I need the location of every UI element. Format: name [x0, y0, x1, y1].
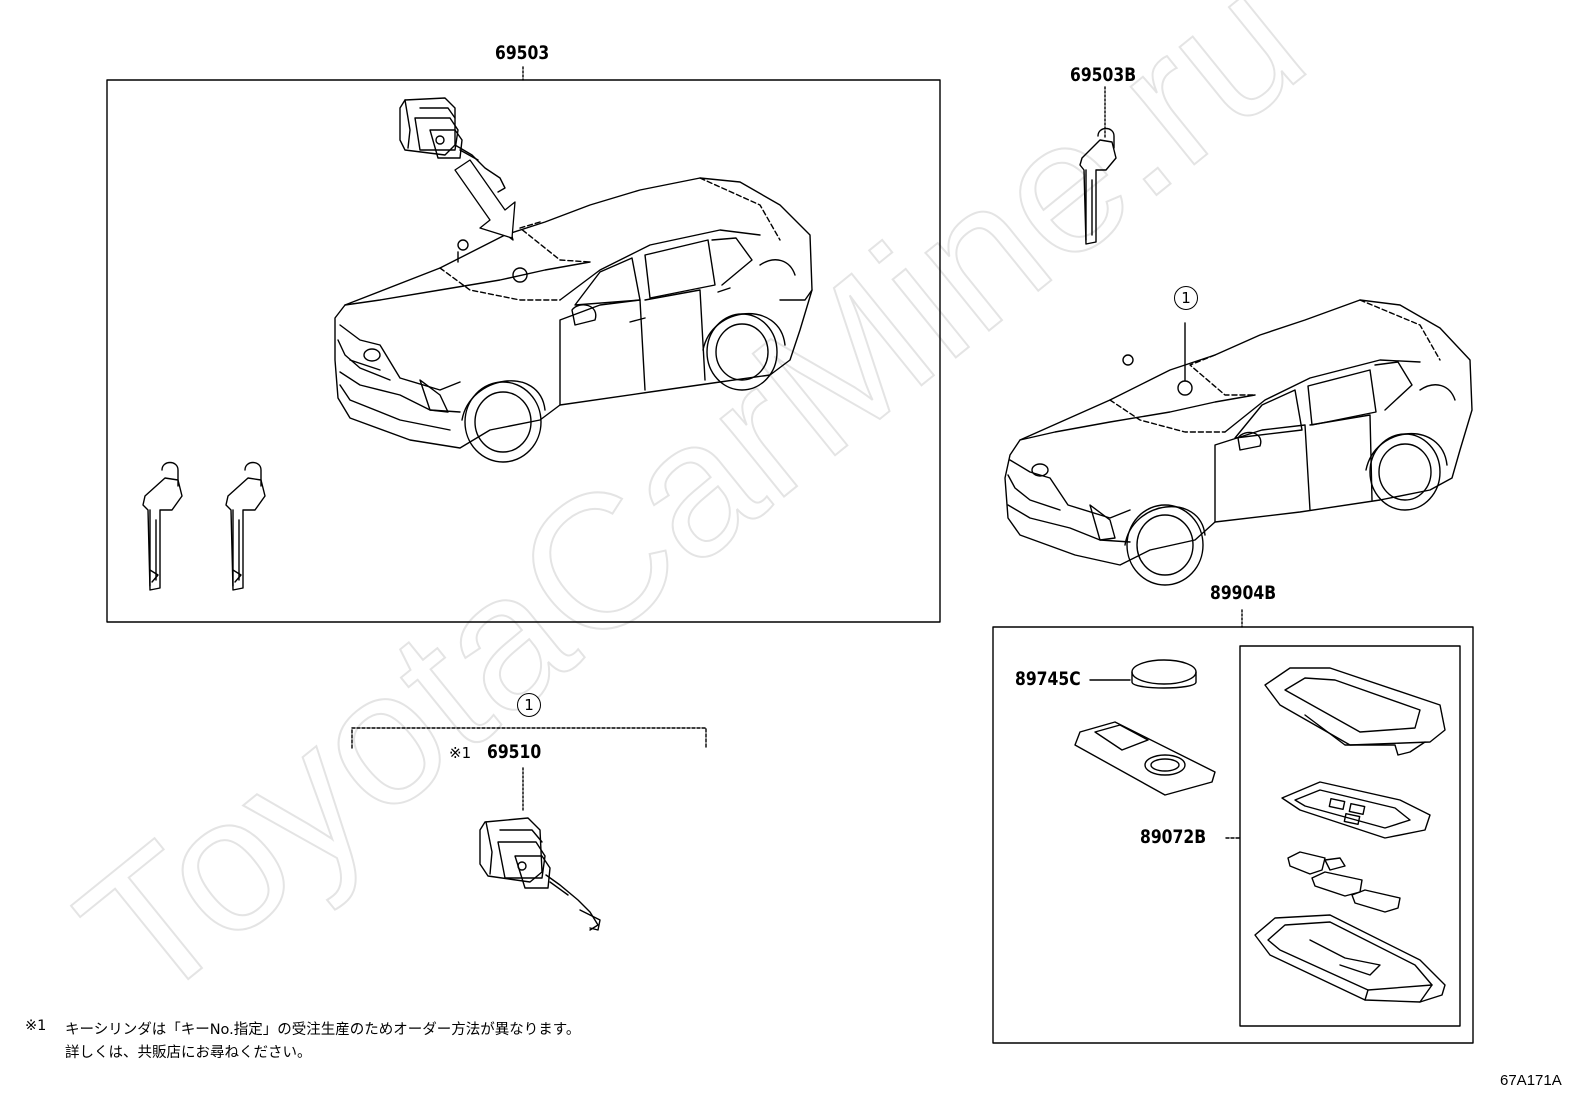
- fob-buttons: [1287, 851, 1401, 913]
- part-number-89072B[interactable]: 89072B: [1140, 826, 1207, 848]
- fob-cover-top: [1264, 667, 1446, 756]
- key-plate: [1074, 721, 1216, 796]
- key-cylinder-top: [399, 97, 506, 193]
- diagram-code: 67A171A: [1500, 1072, 1562, 1089]
- footnote-mark: ※1: [25, 1018, 47, 1034]
- vehicle-illustration-right: [1004, 299, 1473, 586]
- key-cylinder-69510: [479, 817, 601, 931]
- part-number-89745C[interactable]: 89745C: [1015, 668, 1081, 690]
- fob-circuit-board: [1281, 781, 1431, 839]
- part-number-69503B[interactable]: 69503B: [1070, 64, 1137, 86]
- footnote-line-2: 詳しくは、共販店にお尋ねください。: [65, 1045, 312, 1061]
- vehicle-illustration-left: [334, 177, 813, 463]
- part-number-69510[interactable]: 69510: [487, 741, 542, 763]
- key-blade-2: [225, 461, 266, 591]
- battery-89745C: [1131, 659, 1197, 689]
- fob-case-bottom: [1254, 914, 1446, 1003]
- key-blade-1: [142, 461, 183, 591]
- group-box-89904B: [992, 626, 1474, 1044]
- part-number-89904B[interactable]: 89904B: [1210, 582, 1277, 604]
- footnote-line-1: キーシリンダは「キーNo.指定」の受注生産のためオーダー方法が異なります。: [65, 1022, 581, 1038]
- part-number-69503[interactable]: 69503: [495, 42, 550, 64]
- note-mark-69510: ※1: [449, 744, 472, 762]
- reference-callout-1-vehicle: 1: [1174, 286, 1198, 310]
- reference-callout-1: 1: [517, 693, 541, 717]
- key-blade-69503B: [1079, 127, 1117, 245]
- group-box-89072B: [1239, 645, 1461, 1027]
- ref1-bracket: [351, 727, 707, 749]
